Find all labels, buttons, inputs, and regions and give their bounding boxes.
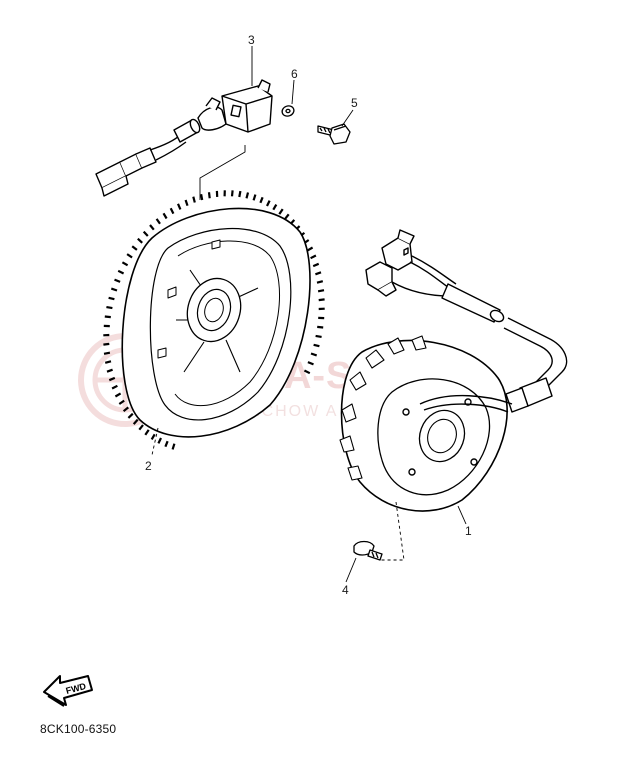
- gear-tooth: [111, 384, 118, 390]
- gear-tooth: [117, 269, 125, 275]
- gear-tooth: [184, 199, 189, 207]
- gear-tooth: [192, 196, 196, 203]
- gear-tooth: [317, 325, 324, 329]
- gear-tooth: [259, 196, 264, 204]
- gear-tooth: [238, 190, 242, 198]
- gear-tooth: [157, 437, 162, 444]
- gear-tooth: [137, 237, 143, 244]
- callout-2: 2: [145, 459, 152, 473]
- gear-tooth: [144, 429, 150, 436]
- washer-icon: [281, 105, 295, 117]
- part-code: 8CK100-6350: [40, 722, 117, 736]
- ring-gear-teeth: [103, 190, 325, 450]
- screw-icon: [353, 540, 383, 561]
- gear-tooth: [200, 193, 204, 201]
- gear-tooth: [284, 213, 290, 220]
- callout-labels: 3 6 5 2 1 4: [145, 33, 472, 597]
- gear-tooth: [313, 343, 320, 348]
- gear-tooth: [155, 218, 161, 225]
- gear-tooth: [310, 254, 317, 260]
- gear-tooth: [103, 351, 111, 355]
- gear-tooth: [142, 230, 149, 237]
- gear-tooth: [171, 443, 176, 450]
- gear-tooth: [106, 368, 113, 373]
- gear-tooth: [122, 406, 129, 413]
- stator-assembly: [339, 229, 568, 561]
- gear-tooth: [266, 200, 271, 207]
- gear-tooth: [104, 360, 112, 364]
- gear-tooth: [108, 376, 116, 382]
- gear-tooth: [118, 399, 125, 405]
- gear-tooth: [108, 296, 115, 301]
- flywheel-rotor: [103, 190, 325, 456]
- gear-tooth: [106, 306, 113, 310]
- gear-tooth: [315, 334, 322, 338]
- gear-tooth: [278, 208, 284, 215]
- gear-tooth: [306, 246, 314, 252]
- gear-tooth: [303, 369, 311, 375]
- gear-tooth: [230, 190, 234, 197]
- gear-tooth: [272, 204, 278, 211]
- gear-tooth: [149, 224, 155, 231]
- gear-tooth: [316, 280, 324, 284]
- gear-tooth: [110, 287, 118, 292]
- gear-tooth: [164, 440, 169, 448]
- gear-tooth: [169, 207, 175, 215]
- gear-tooth: [318, 298, 325, 302]
- gear-tooth: [207, 192, 211, 199]
- gear-tooth: [307, 361, 314, 366]
- gear-tooth: [114, 392, 122, 398]
- callout-4: 4: [342, 583, 349, 597]
- gear-tooth: [114, 278, 121, 283]
- gear-tooth: [132, 418, 139, 425]
- gear-tooth: [104, 315, 111, 319]
- fwd-arrow-icon: FWD: [43, 675, 93, 707]
- callout-leaders: [251, 46, 357, 583]
- gear-tooth: [121, 261, 129, 267]
- gear-tooth: [317, 289, 325, 293]
- gear-tooth: [126, 253, 133, 259]
- callout-3: 3: [248, 33, 255, 47]
- gear-tooth: [312, 262, 320, 268]
- gear-tooth: [103, 342, 110, 346]
- gear-tooth: [315, 271, 322, 276]
- gear-tooth: [131, 245, 138, 251]
- callout-1: 1: [465, 524, 472, 538]
- gear-tooth: [252, 194, 257, 201]
- callout-5: 5: [351, 96, 358, 110]
- gear-tooth: [150, 433, 156, 440]
- bolt-icon: [317, 123, 351, 145]
- gear-tooth: [162, 212, 168, 220]
- pickup-coil-assembly: [95, 79, 273, 200]
- gear-tooth: [310, 352, 318, 357]
- gear-tooth: [138, 424, 144, 431]
- gear-tooth: [127, 412, 134, 419]
- gear-tooth: [176, 203, 182, 210]
- gear-tooth: [245, 192, 250, 199]
- callout-6: 6: [291, 67, 298, 81]
